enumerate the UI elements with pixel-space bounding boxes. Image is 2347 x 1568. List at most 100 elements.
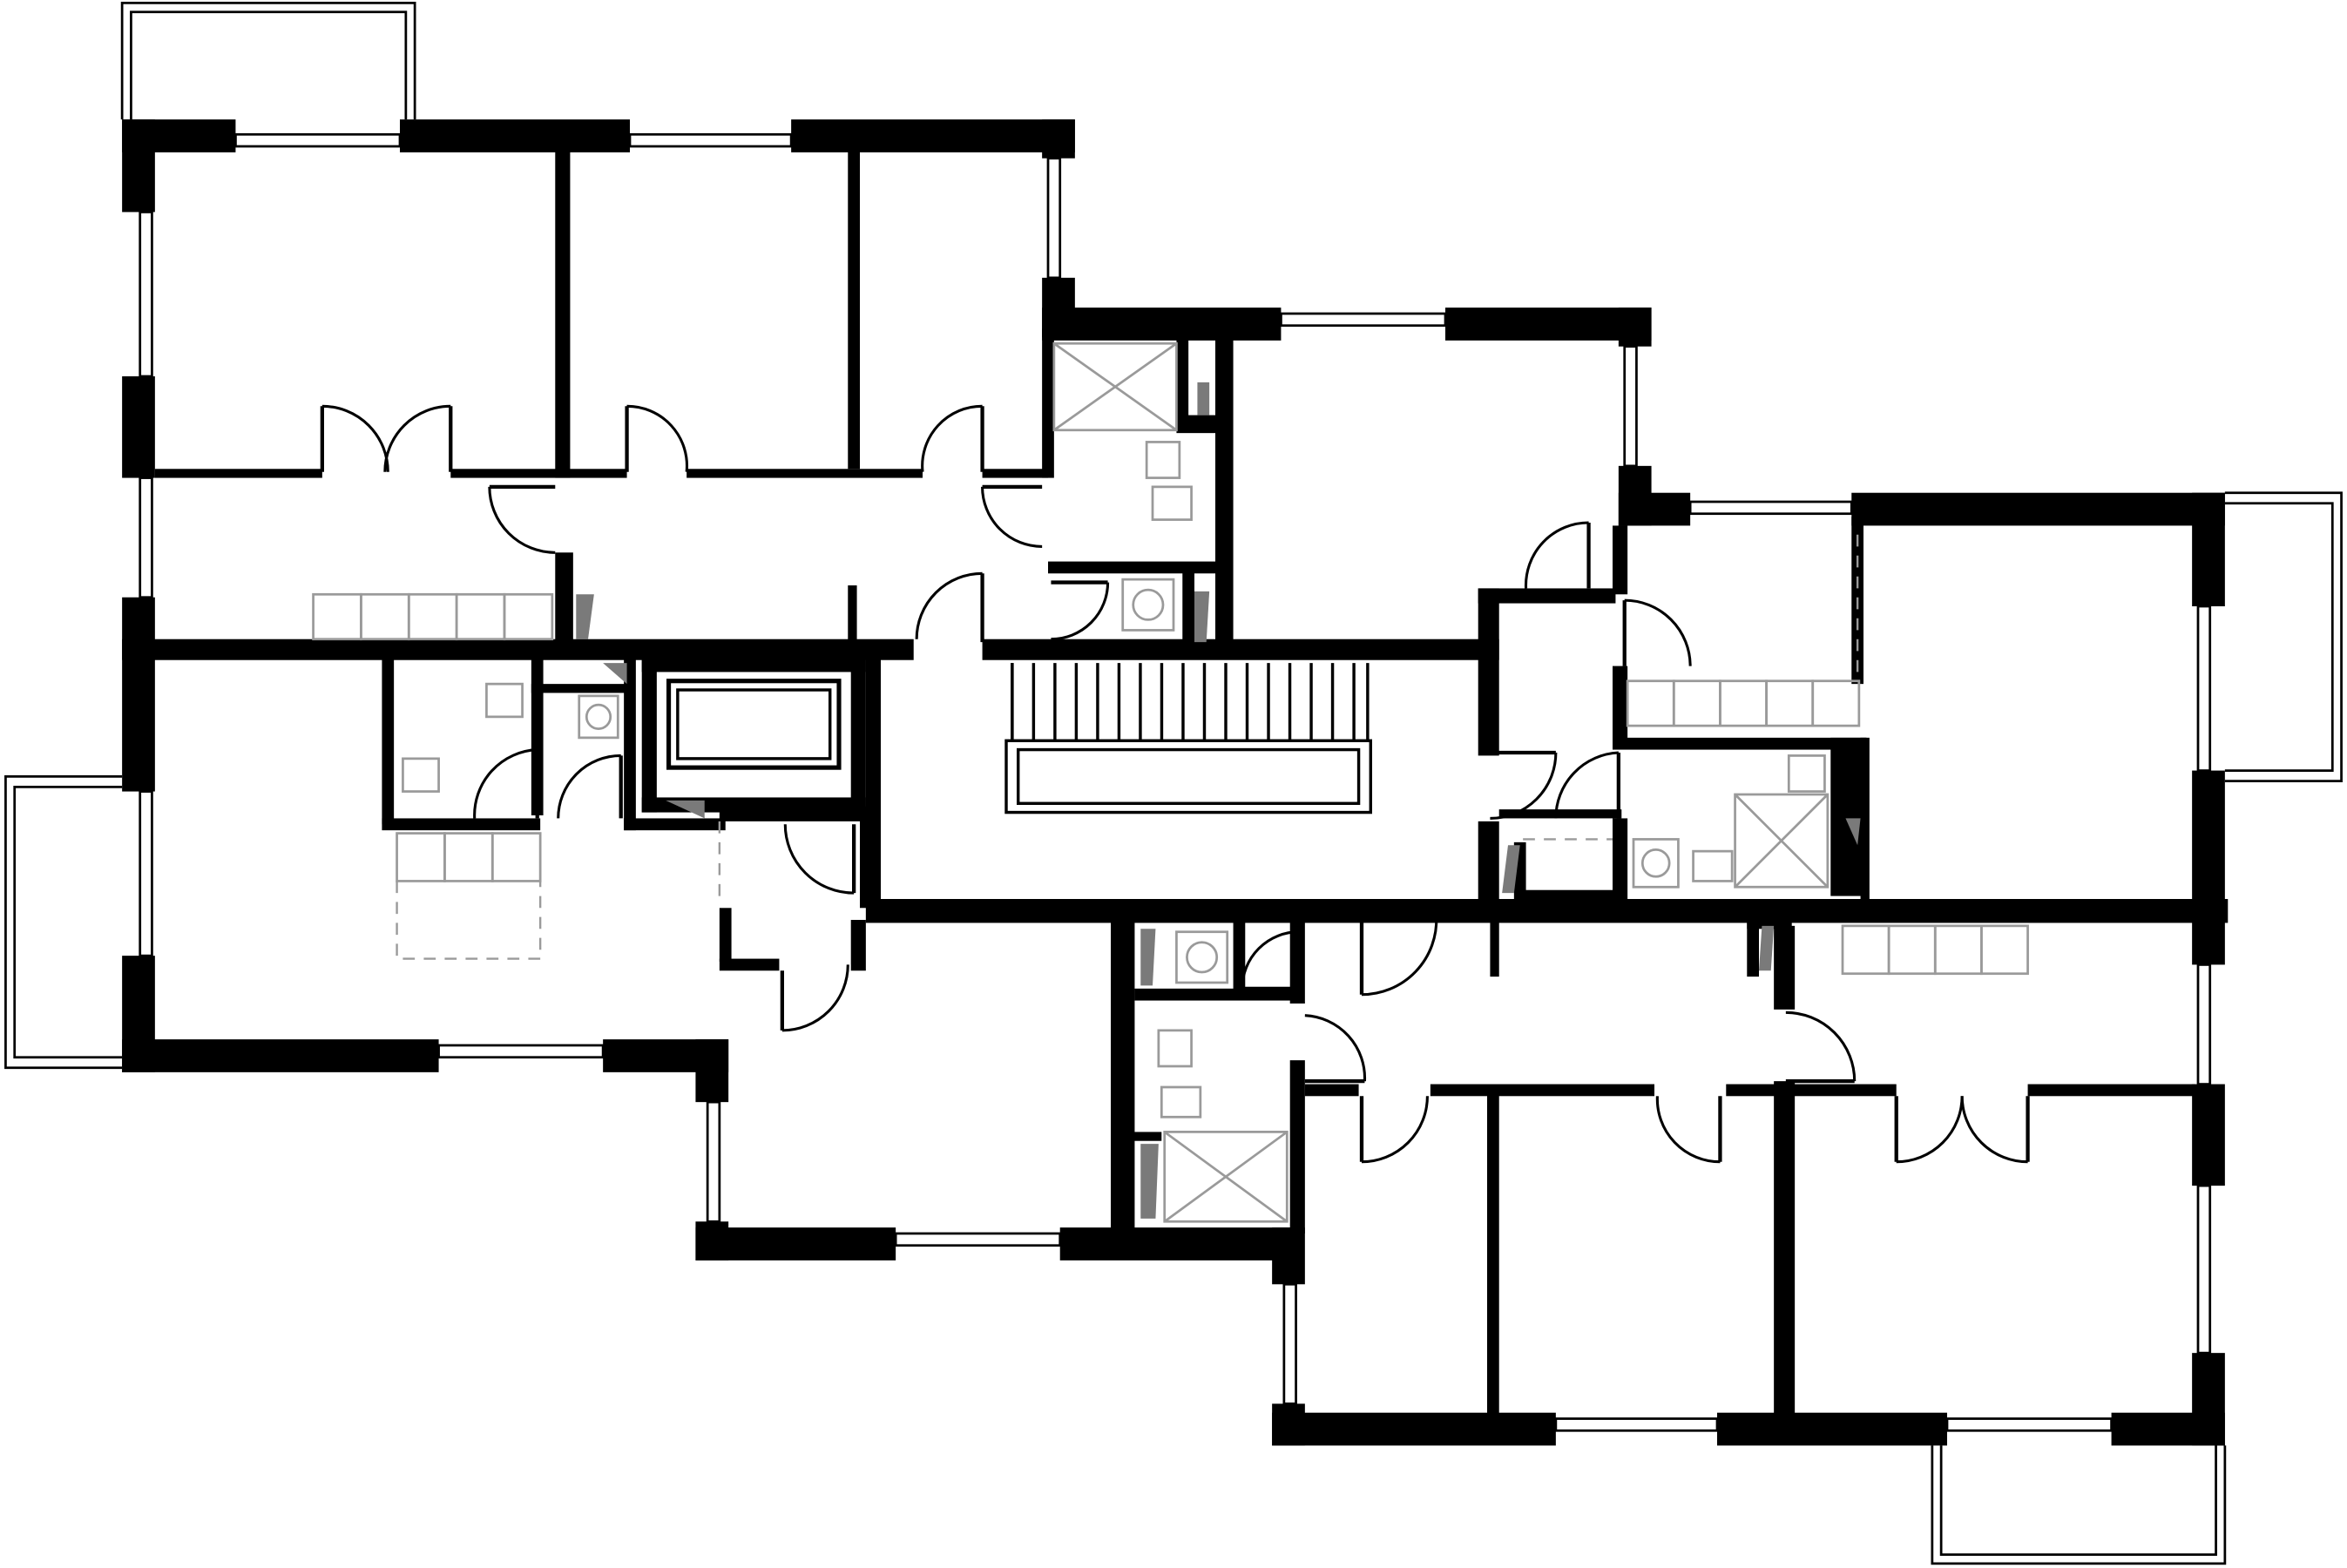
wall: [850, 920, 866, 971]
wall: [1726, 1084, 1897, 1097]
window: [2196, 605, 2212, 772]
washing-machine-drum: [1640, 848, 1671, 878]
window: [1282, 1282, 1297, 1405]
wall: [1774, 925, 1796, 1010]
counter-unit: [360, 592, 410, 641]
wall: [1132, 1132, 1162, 1141]
wall: [1059, 1227, 1302, 1260]
wall: [850, 657, 866, 813]
stair-landing: [1004, 739, 1372, 814]
door-swing: [981, 486, 1043, 548]
wall: [555, 552, 573, 643]
wall: [1176, 415, 1221, 434]
door-swing: [1304, 1014, 1366, 1082]
basin: [1160, 1085, 1202, 1119]
window: [894, 1232, 1062, 1247]
shower-south: [1163, 1131, 1288, 1223]
balcony-east: [2224, 491, 2343, 782]
kitchen-counter-southeast: [1841, 924, 2029, 976]
wall: [1042, 328, 1054, 478]
wall: [695, 1227, 896, 1260]
counter-unit: [1719, 679, 1768, 727]
wall: [1042, 308, 1282, 341]
wall: [641, 657, 866, 672]
wall: [1478, 821, 1499, 905]
door-swing: [321, 404, 389, 472]
window: [1688, 500, 1853, 516]
kitchen-island-outline: [396, 881, 542, 960]
shower-east: [1734, 793, 1830, 889]
shade: [1140, 1144, 1159, 1219]
wall: [1830, 737, 1867, 896]
window: [139, 790, 153, 957]
balcony-west: [4, 775, 123, 1070]
door-swing: [1554, 751, 1619, 819]
counter-unit: [1672, 679, 1721, 727]
wall: [2192, 1353, 2225, 1446]
door-swing: [1490, 752, 1558, 820]
shade: [603, 663, 627, 685]
door-swing: [921, 404, 983, 472]
wall: [1851, 492, 2225, 526]
balcony-south: [1931, 1445, 2227, 1565]
wall: [848, 585, 857, 643]
door-swing: [783, 824, 855, 895]
door-swing: [1960, 1096, 2028, 1164]
wall: [1233, 916, 1246, 995]
wall: [1613, 525, 1628, 595]
window: [706, 1100, 721, 1223]
door-swing: [488, 486, 556, 554]
wall: [1487, 1090, 1499, 1416]
shade: [1759, 925, 1775, 971]
wall: [624, 657, 636, 831]
counter-unit: [443, 832, 494, 882]
counter-unit: [455, 592, 506, 641]
elevator: [666, 679, 842, 770]
door-swing: [1655, 1096, 1721, 1164]
door-swing: [626, 404, 689, 472]
wall: [1613, 666, 1628, 744]
wall: [382, 818, 541, 831]
wall: [641, 657, 657, 813]
doors: [320, 404, 2030, 1164]
wall: [382, 657, 395, 825]
kitchen-counter-east: [1626, 679, 1861, 727]
wall: [531, 657, 544, 815]
windows: [139, 132, 2212, 1432]
toilet: [402, 757, 440, 793]
toilet: [1145, 441, 1181, 479]
wall: [2192, 770, 2225, 965]
door-swing: [1051, 582, 1110, 641]
wall: [450, 469, 627, 478]
washing-machine: [1121, 578, 1175, 632]
wall: [122, 119, 155, 213]
wall: [865, 899, 2229, 923]
window: [139, 476, 153, 599]
fixtures: [312, 341, 2029, 1223]
wall: [1613, 737, 1867, 750]
door-swing: [473, 748, 538, 819]
door-swing: [781, 964, 849, 1032]
window: [1623, 345, 1638, 468]
shade: [1845, 818, 1861, 846]
exterior-walls: [122, 119, 2225, 1446]
counter-unit: [407, 592, 458, 641]
toilet: [1157, 1029, 1193, 1068]
wall: [1717, 1412, 1947, 1446]
wall: [1613, 818, 1628, 902]
counter-unit: [1626, 679, 1675, 727]
counter-unit: [1841, 924, 1890, 976]
wall: [154, 469, 322, 478]
wall: [122, 376, 155, 478]
door-swing: [383, 404, 451, 472]
wall: [1176, 337, 1189, 422]
wall: [1498, 809, 1622, 819]
window: [1945, 1417, 2113, 1432]
wall: [982, 639, 1499, 660]
wall: [2027, 1084, 2195, 1097]
window: [1554, 1417, 1719, 1432]
door-swing: [557, 754, 621, 819]
wall: [719, 908, 732, 962]
wall: [122, 1039, 439, 1072]
